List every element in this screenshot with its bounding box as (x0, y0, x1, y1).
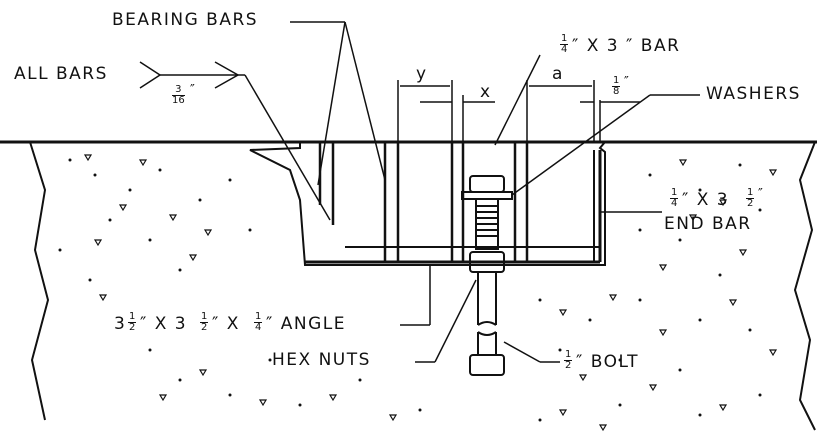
angle-size-c: ″ X (212, 314, 240, 334)
dimension-a: a (552, 64, 564, 84)
concrete-left-edge (29, 141, 50, 421)
leader-lines (139, 21, 700, 363)
bolt-assembly (461, 175, 513, 376)
dimension-y: y (416, 64, 428, 84)
bearing-bars (318, 142, 529, 262)
concrete-aggregate (58, 158, 762, 422)
angle-size-a: 3 (114, 314, 127, 334)
bearing-bars-label: BEARING BARS (112, 10, 259, 30)
dimension-x: x (480, 82, 492, 102)
weld-size-mark: ″ (190, 83, 197, 98)
hex-nuts-label: HEX NUTS (272, 350, 371, 370)
end-bar-size-mid: ″ X 3 (682, 190, 730, 210)
all-bars-label: ALL BARS (14, 64, 108, 84)
gap-eighth-mark: ″ (624, 75, 631, 90)
dimension-lines (397, 80, 640, 142)
washers-label: WASHERS (706, 84, 801, 104)
bolt-label: ″ BOLT (576, 352, 640, 372)
concrete-right-edge (793, 141, 816, 431)
concrete-outline (30, 141, 815, 266)
angle-size-b: ″ X 3 (140, 314, 188, 334)
end-bar-label: END BAR (664, 214, 752, 234)
concrete-aggregate-triangles (83, 154, 778, 432)
top-bar-label: ″ X 3 ″ BAR (572, 36, 681, 56)
end-bar-size-mark: ″ (758, 187, 765, 202)
angle-label: ″ ANGLE (266, 314, 346, 334)
